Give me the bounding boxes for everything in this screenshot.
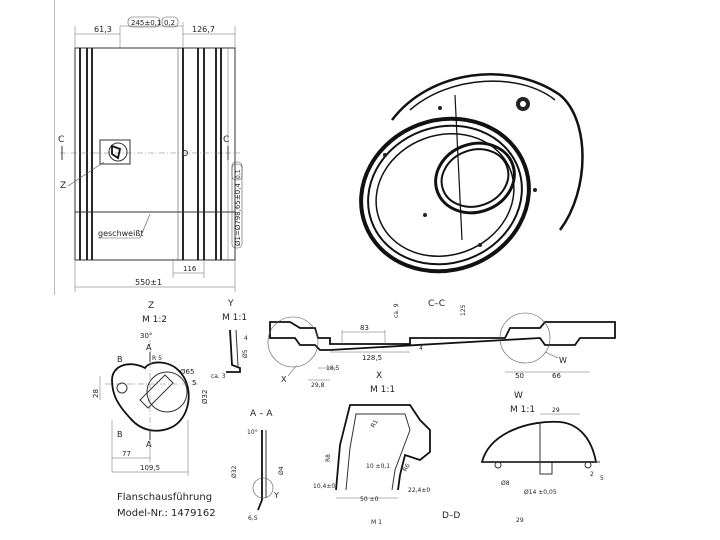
section-aa: A – A 10° Ø32 Ø4 6,5 Y <box>231 409 285 522</box>
detail-z-dim-28: 28 <box>92 389 100 398</box>
dim-bottom-total: 550±1 <box>135 278 162 287</box>
caption-line-2: Model-Nr.: 1479162 <box>117 508 216 519</box>
detail-z-dim-1095: 109,5 <box>140 464 160 472</box>
detail-w-dim-29: 29 <box>552 407 560 414</box>
caption-line-1: Flanschausführung <box>117 492 212 503</box>
section-cc-dim-125: 125 <box>460 304 467 316</box>
detail-z-dim-65: Ø65 <box>180 368 194 376</box>
dim-center-tol: 0,2 <box>164 19 175 27</box>
detail-x-dim-10: 10 ±0,1 <box>366 463 390 470</box>
detail-z-dim-32: Ø32 <box>201 390 209 404</box>
section-aa-title: A – A <box>250 409 273 419</box>
detail-label-z: Z <box>60 181 66 191</box>
dim-right: 126,7 <box>192 25 215 34</box>
detail-z-label-b-bottom: B <box>117 430 123 439</box>
note-welded: geschweißt <box>98 229 144 238</box>
detail-y-dim-4: 4 <box>244 335 248 342</box>
detail-w-dim-2: 2 <box>590 471 594 478</box>
detail-z-label-b-top: B <box>117 355 123 364</box>
section-cc-dim-298: 29,8 <box>311 382 325 389</box>
detail-w-dim-8: Ø8 <box>501 480 510 487</box>
detail-x: X M 1:1 R1 R8 R6 10,4±0 10 ±0,1 50 ±0 22… <box>313 371 431 526</box>
section-cc-dim-ca9: ca. 9 <box>393 303 400 318</box>
section-cc-dim-4: 4 <box>419 345 423 352</box>
section-cc-title: C–C <box>428 299 445 309</box>
section-label-left: C <box>58 135 64 145</box>
section-cc-label-w: W <box>559 356 567 365</box>
detail-y-title: Y <box>227 299 234 309</box>
detail-z-title: Z <box>148 301 154 311</box>
section-cc-dim-185: 18,5 <box>326 365 340 372</box>
dim-left: 61,3 <box>94 25 112 34</box>
detail-x-dim-104: 10,4±0 <box>313 483 335 490</box>
detail-z-label-a-top: A <box>146 343 152 352</box>
isometric-render <box>359 73 584 274</box>
section-cc-dim-66: 66 <box>552 372 561 380</box>
detail-z: Z M 1:2 30° A A B B R 5 Ø65 5 Ø32 28 77 … <box>92 301 209 476</box>
detail-z-dim-5: 5 <box>192 379 196 387</box>
detail-w-title: W <box>514 391 523 401</box>
section-cc-dim-83: 83 <box>360 324 369 332</box>
caption: Flanschausführung Model-Nr.: 1479162 <box>117 492 216 519</box>
section-cc: C–C 83 128,5 18,5 29,8 ca. 9 125 4 50 66… <box>267 299 616 389</box>
detail-x-dim-50: 50 ±0 <box>360 496 379 503</box>
detail-z-label-a-bottom: A <box>146 440 152 449</box>
section-aa-dim-84: Ø4 <box>278 466 285 475</box>
detail-y-dim-ca3: ca. 3 <box>211 373 226 380</box>
dim-diameter: Ø1=Ø798,65±0,4 <box>234 183 242 246</box>
detail-x-dim-r1: R1 <box>370 418 380 429</box>
section-label-right: C <box>223 135 229 145</box>
detail-z-scale: M 1:2 <box>142 315 167 325</box>
detail-x-dim-r6: R6 <box>402 462 412 473</box>
detail-w-dim-5: 5 <box>600 475 604 482</box>
detail-x-title: X <box>376 371 382 381</box>
section-cc-dim-1285: 128,5 <box>362 354 382 362</box>
dim-center: 245±0,1 <box>131 19 161 27</box>
detail-x-bottom-label: M 1 <box>371 519 382 526</box>
section-cc-dim-50: 50 <box>515 372 524 380</box>
detail-w-bottom-label: 29 <box>516 517 524 524</box>
detail-x-dim-r8: R8 <box>325 454 332 462</box>
section-dd-title: D–D <box>442 511 460 521</box>
section-aa-dim-65: 6,5 <box>248 515 258 522</box>
section-aa-dim-32: Ø32 <box>231 465 238 478</box>
main-view: 61,3 245±0,1 0,2 126,7 116 550±1 Ø1=Ø798… <box>54 0 243 295</box>
dim-bottom-small: 116 <box>183 265 197 273</box>
detail-x-dim-224: 22,4±0 <box>408 487 430 494</box>
detail-y: Y M 1:1 Ø5 4 ca. 3 <box>211 299 249 380</box>
section-cc-label-x: X <box>281 375 287 384</box>
section-aa-dim-10: 10° <box>247 429 258 436</box>
detail-z-angle: 30° <box>140 332 152 340</box>
detail-z-dim-r: R 5 <box>152 355 162 362</box>
detail-y-scale: M 1:1 <box>222 313 247 323</box>
detail-z-dim-77: 77 <box>122 450 131 458</box>
detail-w: W M 1:1 29 Ø8 Ø14 ±0,05 2 5 29 <box>480 391 604 524</box>
section-aa-label-y: Y <box>273 491 279 500</box>
detail-w-dim-14: Ø14 ±0,05 <box>524 489 557 496</box>
detail-y-dim-5: Ø5 <box>242 349 249 358</box>
dim-diameter-tol: 0,1 <box>235 169 242 179</box>
detail-x-scale: M 1:1 <box>370 385 395 395</box>
detail-w-scale: M 1:1 <box>510 405 535 415</box>
